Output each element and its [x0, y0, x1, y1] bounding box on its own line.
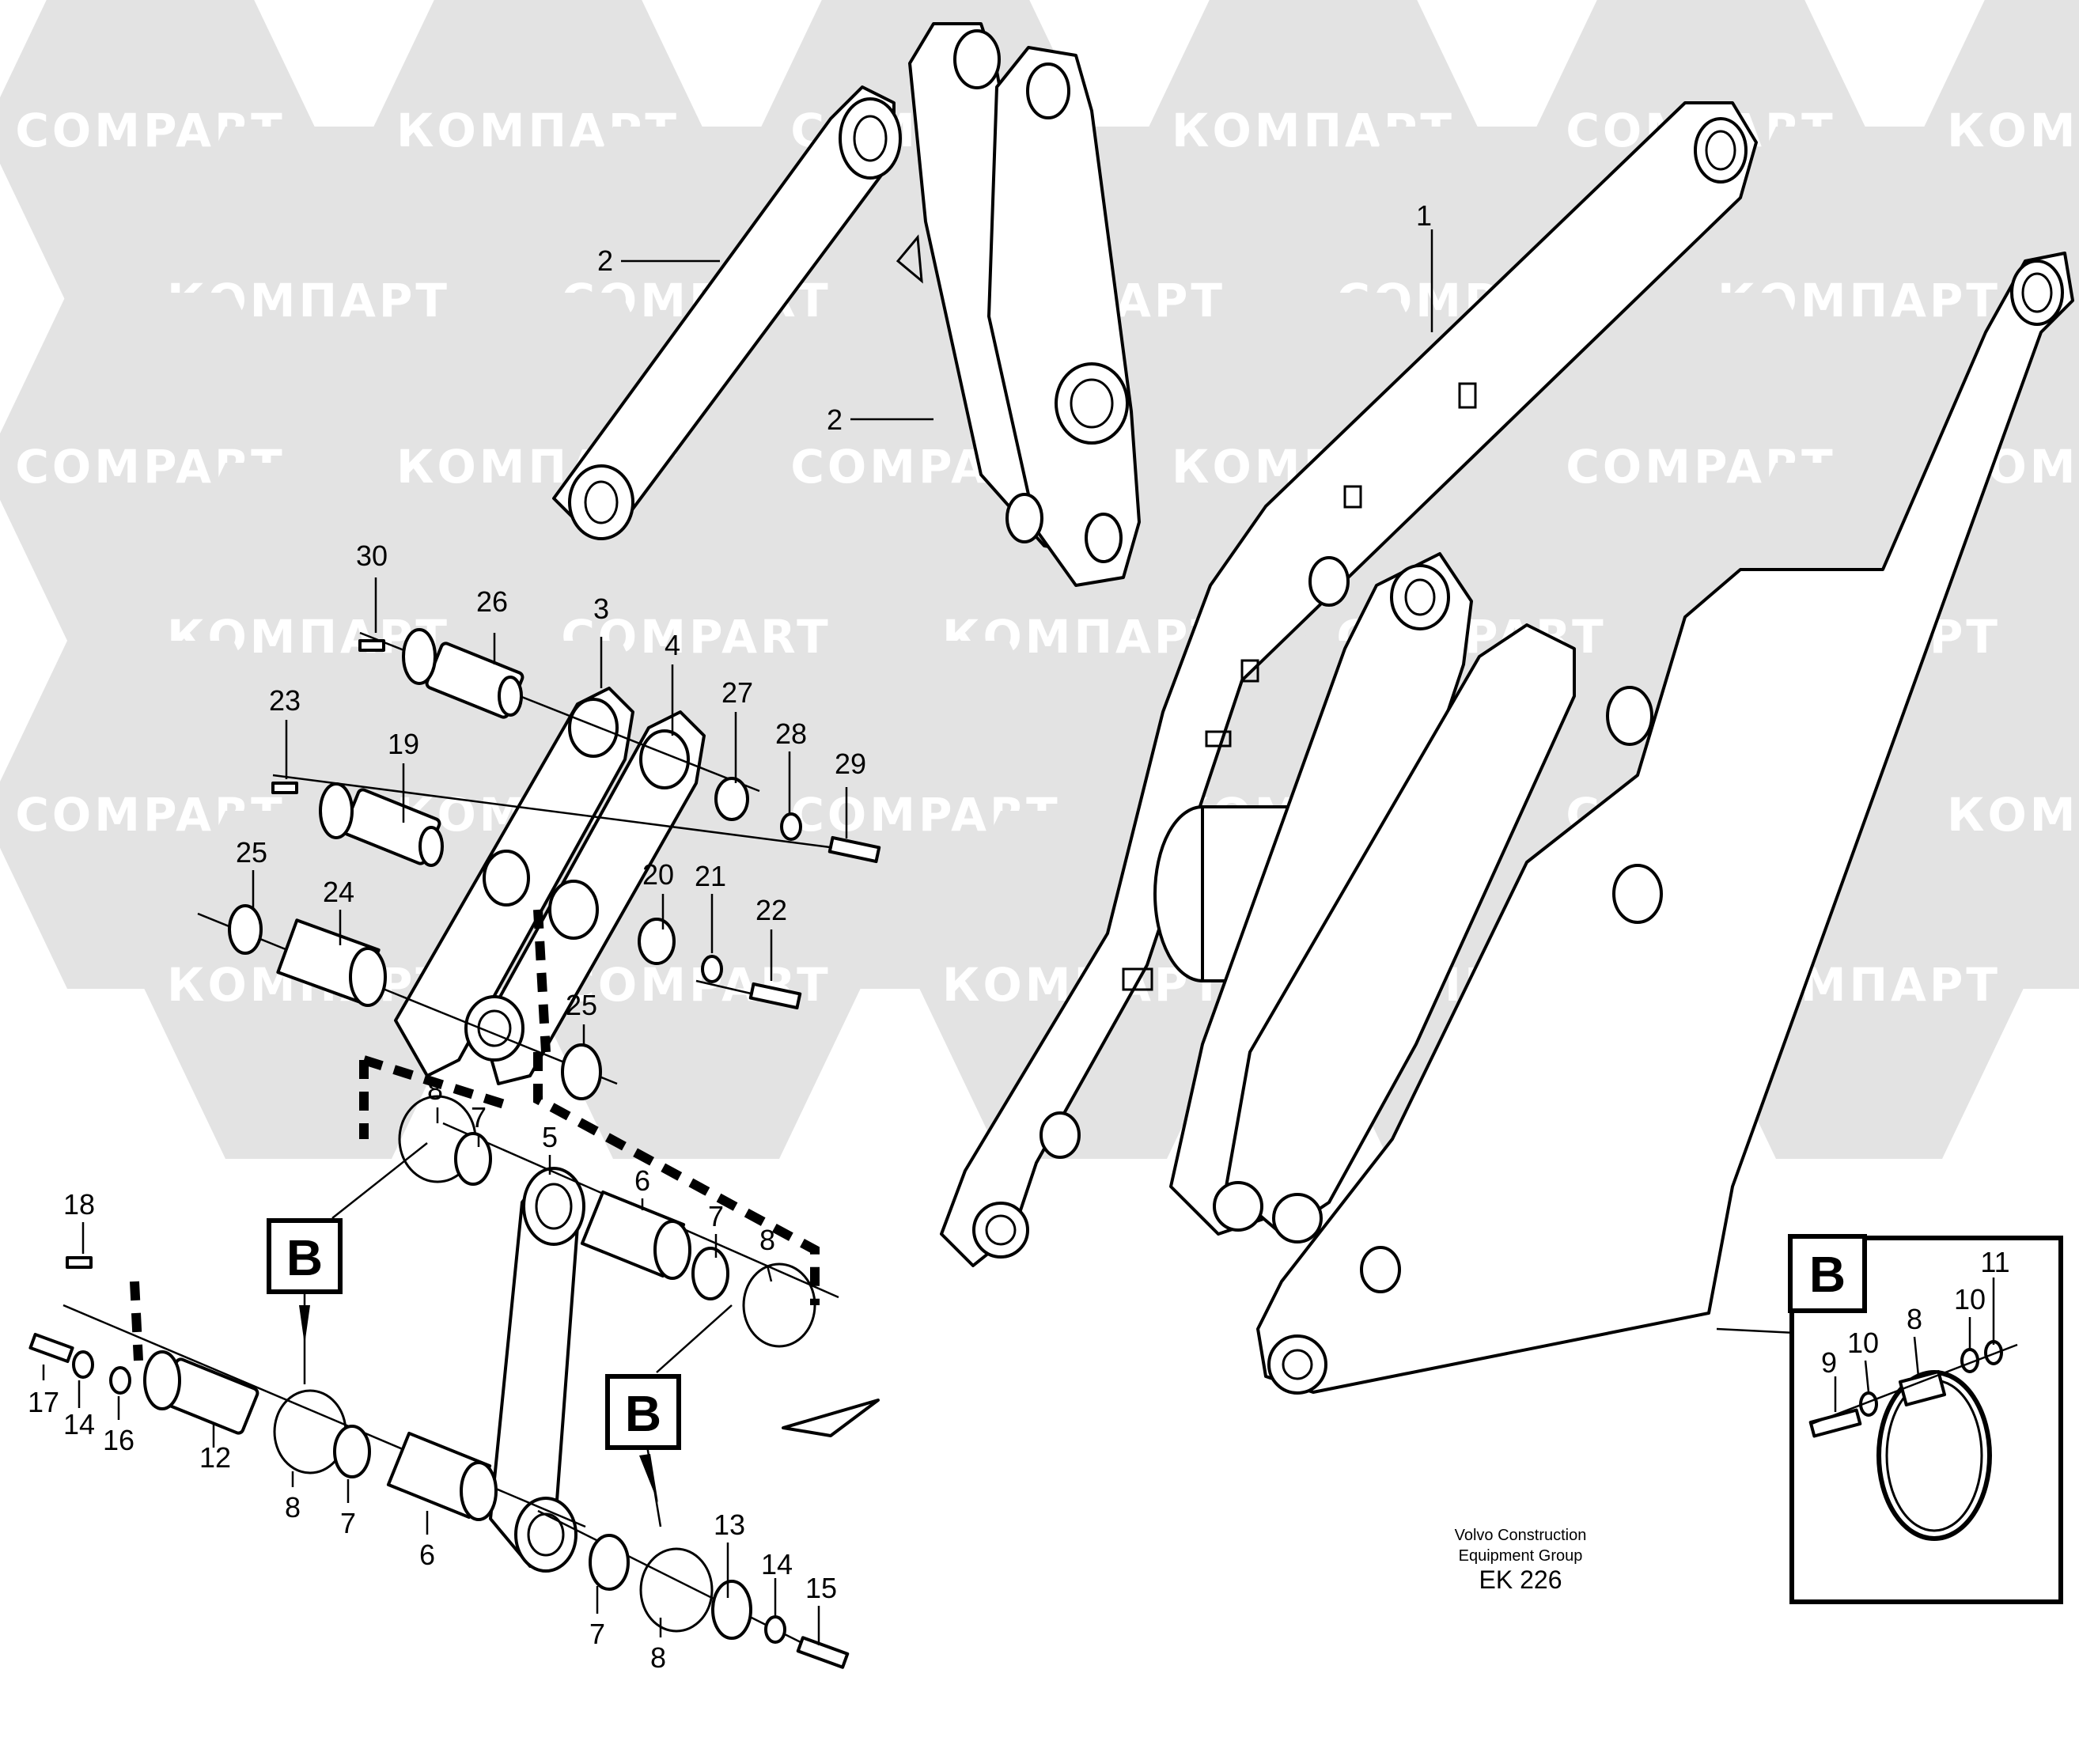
detail-marker-b: B	[286, 1229, 323, 1286]
callout-6: 6	[419, 1539, 435, 1571]
detail-marker-b: B	[625, 1385, 661, 1442]
callout-7: 7	[471, 1101, 487, 1134]
hardware	[28, 628, 2034, 1669]
callout-17: 17	[28, 1386, 59, 1418]
callout-10: 10	[1847, 1327, 1879, 1359]
lift-arm-frame	[940, 101, 2074, 1395]
watermark-text: КОМПАРТ	[1947, 104, 2079, 157]
callout-29: 29	[835, 748, 866, 780]
callout-1: 1	[1416, 199, 1432, 232]
lower-link	[489, 1167, 585, 1573]
callout-20: 20	[642, 858, 674, 891]
callout-14: 14	[761, 1548, 793, 1580]
watermark-text: КОМПАРТ	[1947, 788, 2079, 842]
callout-8: 8	[427, 1073, 443, 1106]
callout-2: 2	[827, 403, 843, 436]
callout-25: 25	[236, 836, 267, 869]
link-rods	[552, 22, 1141, 587]
callout-labels: 1 2 2 3 4 30 26 23 19 27 28 29 25 24 20 …	[28, 199, 2010, 1674]
callout-23: 23	[269, 684, 301, 717]
callout-8: 8	[759, 1224, 775, 1256]
callout-7: 7	[340, 1507, 356, 1539]
callout-7: 7	[589, 1618, 605, 1650]
watermark-hexagon	[1922, 293, 2079, 641]
callout-5: 5	[542, 1121, 558, 1153]
callout-13: 13	[714, 1508, 745, 1541]
callout-19: 19	[388, 728, 419, 760]
callout-10: 10	[1954, 1283, 1986, 1315]
callout-8: 8	[1907, 1303, 1922, 1335]
callout-14: 14	[63, 1408, 95, 1440]
callout-16: 16	[103, 1424, 134, 1456]
callout-4: 4	[665, 629, 680, 661]
callout-22: 22	[755, 894, 787, 926]
callout-9: 9	[1821, 1346, 1837, 1379]
watermark-hexagon	[1922, 0, 2079, 305]
caption-code: EK 226	[1479, 1565, 1562, 1594]
callout-28: 28	[775, 717, 807, 750]
callout-8: 8	[285, 1491, 301, 1524]
caption-line-2: Equipment Group	[1459, 1547, 1583, 1565]
callout-2: 2	[597, 244, 613, 277]
callout-24: 24	[323, 876, 354, 908]
callout-21: 21	[695, 860, 726, 892]
b-markers	[267, 1218, 681, 1503]
callout-7: 7	[708, 1200, 724, 1232]
callout-15: 15	[805, 1572, 837, 1604]
callout-27: 27	[721, 676, 753, 709]
callout-8: 8	[650, 1641, 666, 1674]
drawing	[28, 22, 2074, 1669]
callout-6: 6	[634, 1164, 650, 1197]
caption-block: Volvo Construction Equipment Group EK 22…	[1455, 1527, 1587, 1594]
detail-marker-labels: B B B	[286, 1229, 1846, 1442]
callout-3: 3	[593, 592, 609, 625]
callout-18: 18	[63, 1188, 95, 1221]
detail-inset-b	[1788, 1234, 2063, 1604]
callout-26: 26	[476, 585, 508, 618]
watermark-hexagon	[1922, 641, 2079, 989]
callout-12: 12	[199, 1441, 231, 1474]
callout-30: 30	[356, 539, 388, 572]
inset-title-b: B	[1809, 1246, 1846, 1303]
callout-25: 25	[566, 989, 597, 1021]
callout-11: 11	[1980, 1246, 2009, 1278]
caption-line-1: Volvo Construction	[1455, 1527, 1587, 1544]
